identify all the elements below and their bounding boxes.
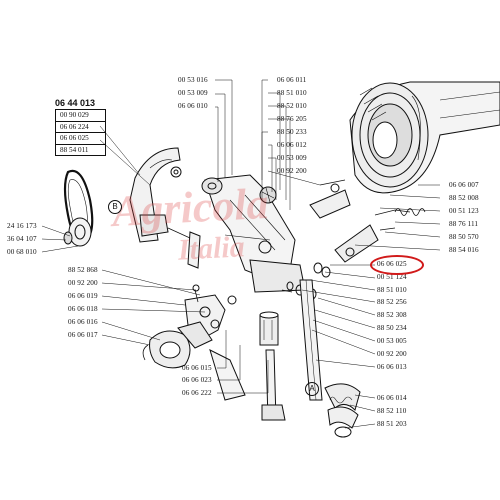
part-number-label: 88 52 868	[68, 266, 98, 274]
callout-letter-a: A	[305, 382, 319, 396]
part-number-label: 88 76 111	[449, 220, 479, 228]
part-number-label: 06 06 023	[182, 376, 212, 384]
part-number-label: 88 51 010	[277, 89, 307, 97]
kit-box: 06 44 013 00 90 029 06 06 224 06 06 025 …	[55, 98, 106, 156]
part-number-label: 88 51 010	[377, 286, 407, 294]
kit-box-item: 88 54 011	[55, 144, 106, 156]
part-number-label: 24 16 173	[7, 222, 37, 230]
part-number-label: 00 92 200	[277, 167, 307, 175]
gear-fork-a	[324, 383, 361, 438]
cylinder-and-shaft	[259, 311, 286, 421]
part-number-label: 06 06 007	[449, 181, 479, 189]
part-number-label: 06 06 011	[277, 76, 307, 84]
part-number-label: 00 92 200	[68, 279, 98, 287]
part-number-label: 06 06 015	[182, 364, 212, 372]
part-number-label: 88 52 256	[377, 298, 407, 306]
shift-rod	[299, 279, 323, 401]
part-number-label: 36 04 107	[7, 235, 37, 243]
part-number-label: 06 06 014	[377, 394, 407, 402]
part-number-label: 88 52 308	[377, 311, 407, 319]
part-number-label: 00 53 016	[178, 76, 208, 84]
part-number-label: 06 06 010	[178, 102, 208, 110]
part-number-label: 00 51 124	[377, 273, 407, 281]
watermark-line1: Agricola	[110, 178, 270, 237]
part-number-label: 88 50 570	[449, 233, 479, 241]
part-number-label: 88 54 016	[449, 246, 479, 254]
kit-box-item: 06 06 224	[55, 121, 106, 133]
watermark-line2: Italia	[177, 230, 246, 267]
highlight-ring	[370, 255, 424, 275]
part-number-label: 06 06 012	[277, 141, 307, 149]
part-number-label: 88 52 008	[449, 194, 479, 202]
part-number-label: 88 50 233	[277, 128, 307, 136]
part-number-label: 88 52 110	[377, 407, 407, 415]
right-link-and-spring	[309, 179, 426, 263]
part-number-label: 00 53 009	[178, 89, 208, 97]
part-number-label: 00 53 005	[377, 337, 407, 345]
part-number-label: 00 53 009	[277, 154, 307, 162]
part-number-label: 88 51 203	[377, 420, 407, 428]
part-number-label: 00 51 123	[449, 207, 479, 215]
part-number-label: 88 52 010	[277, 102, 307, 110]
part-number-label: 06 06 013	[377, 363, 407, 371]
bracket-assembly-left	[142, 284, 246, 401]
gearbox-housing	[349, 81, 500, 194]
kit-box-title: 06 44 013	[55, 98, 106, 110]
central-lever-assembly	[201, 174, 306, 293]
part-number-label: 06 06 222	[182, 389, 212, 397]
part-number-label: 06 06 017	[68, 331, 98, 339]
callout-letter-b: B	[108, 200, 122, 214]
part-number-label: 06 06 016	[68, 318, 98, 326]
belt-and-pulley	[63, 169, 94, 247]
part-number-label: 00 68 010	[7, 248, 37, 256]
part-number-label: 06 06 019	[68, 292, 98, 300]
part-number-label: 88 76 205	[277, 115, 307, 123]
part-number-label: 00 92 200	[377, 350, 407, 358]
kit-box-item: 06 06 025	[55, 133, 106, 145]
part-number-label: 06 06 018	[68, 305, 98, 313]
part-number-label: 88 50 234	[377, 324, 407, 332]
kit-box-item: 00 90 029	[55, 110, 106, 122]
small-pins	[187, 231, 293, 305]
shift-fork-b	[129, 147, 193, 251]
